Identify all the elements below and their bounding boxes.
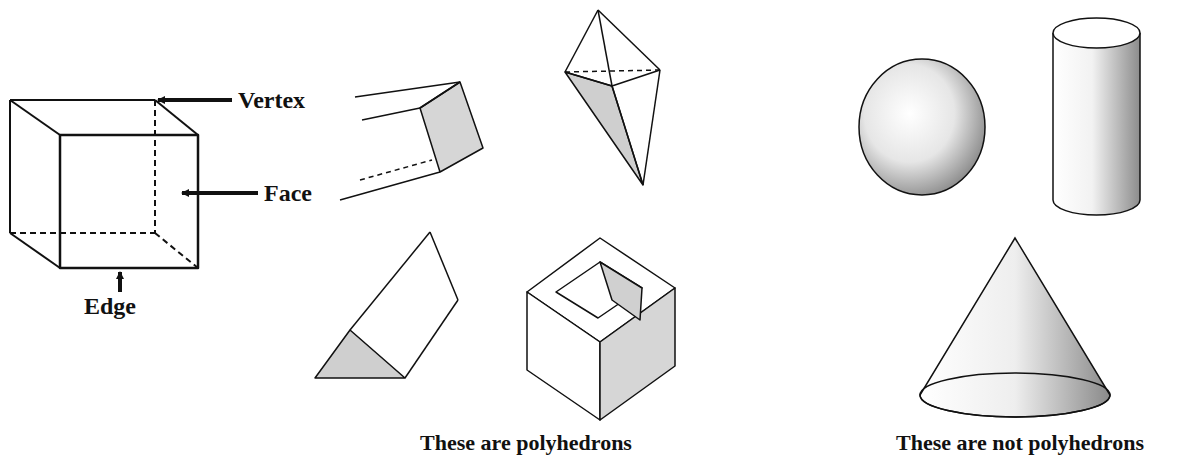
vertex-label: Vertex — [238, 88, 305, 112]
vertex-arrow — [158, 98, 232, 102]
edge-arrow — [118, 272, 122, 292]
cylinder — [1053, 18, 1140, 215]
block-with-hole — [527, 238, 675, 420]
face-arrow — [182, 191, 258, 195]
group-caption: These are polyhedrons — [420, 432, 632, 454]
edge-label: Edge — [84, 294, 136, 318]
triangular-prism — [315, 232, 458, 378]
bipyramid — [565, 10, 660, 185]
sphere — [859, 59, 985, 195]
group-caption: These are not polyhedrons — [896, 432, 1144, 454]
square-prism — [340, 82, 483, 200]
cone — [920, 238, 1110, 417]
face-label: Face — [264, 181, 312, 205]
cube — [10, 100, 198, 268]
